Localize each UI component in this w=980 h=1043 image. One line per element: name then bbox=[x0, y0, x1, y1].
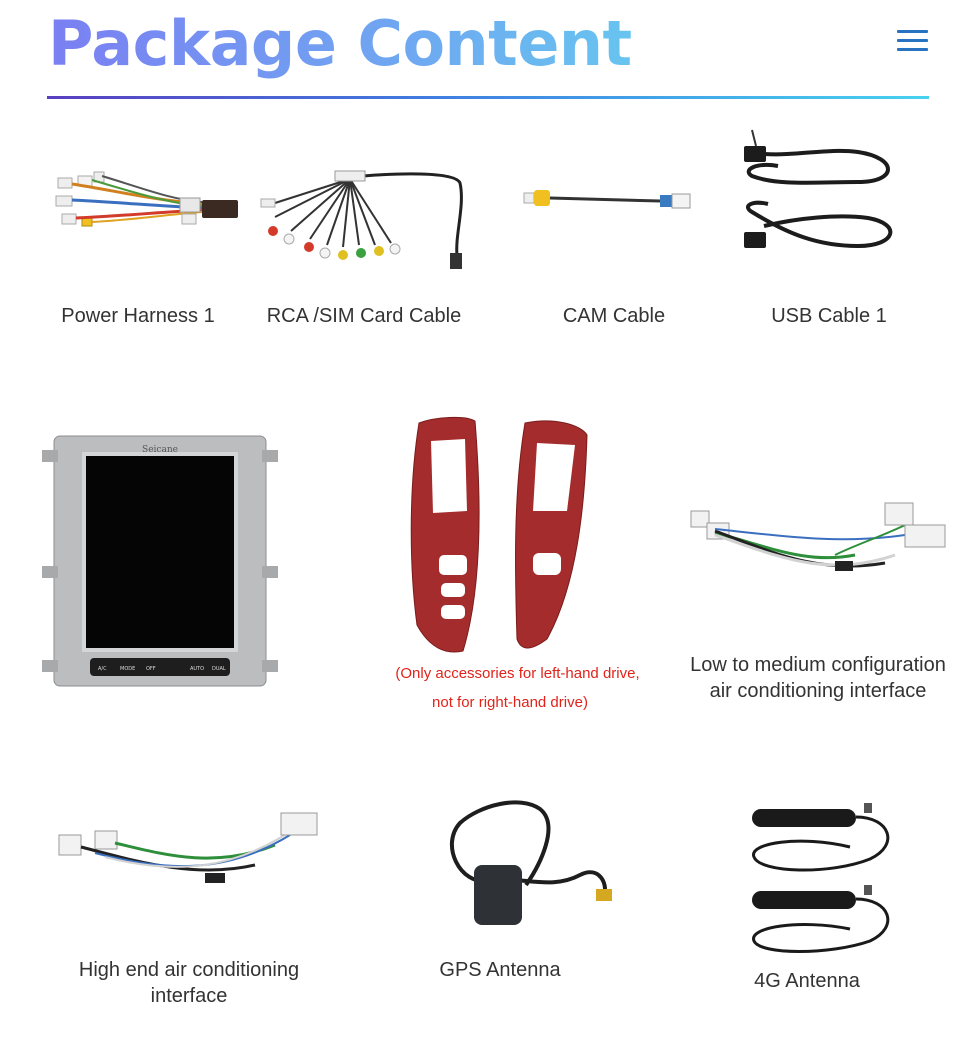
4g-antenna-image bbox=[752, 803, 890, 953]
head-unit-image: Seicane A/C MODE OFF AUTO DUAL bbox=[42, 435, 278, 687]
item-label: CAM Cable bbox=[562, 305, 666, 327]
item-label-line-2: interface bbox=[150, 985, 228, 1007]
item-label-line-1: Low to medium configuration bbox=[690, 654, 946, 676]
trim-note-line-2: not for right-hand drive) bbox=[432, 694, 588, 711]
head-unit-button-label: DUAL bbox=[212, 666, 226, 672]
gps-antenna-image bbox=[449, 800, 612, 925]
head-unit-brand-text: Seicane bbox=[142, 445, 178, 455]
trim-note-line-1: (Only accessories for left-hand drive, bbox=[395, 665, 640, 682]
title-divider bbox=[47, 96, 929, 99]
head-unit-button-label: OFF bbox=[146, 666, 156, 672]
hamburger-menu-icon[interactable] bbox=[897, 30, 929, 56]
trim-panels-image bbox=[410, 416, 588, 653]
usb-cable-image bbox=[744, 129, 893, 249]
head-unit-button-label: AUTO bbox=[190, 666, 204, 672]
item-label: 4G Antenna bbox=[754, 970, 860, 992]
rca-sim-cable-image bbox=[260, 170, 463, 269]
low-mid-ac-harness-image bbox=[690, 502, 946, 571]
item-label-line-2: air conditioning interface bbox=[709, 680, 927, 702]
item-label-line-1: High end air conditioning bbox=[78, 959, 300, 981]
head-unit-button-label: MODE bbox=[120, 666, 135, 672]
item-label: Power Harness 1 bbox=[61, 305, 215, 327]
cam-cable-image bbox=[523, 190, 691, 209]
head-unit-button-label: A/C bbox=[98, 666, 107, 672]
item-label: RCA /SIM Card Cable bbox=[266, 305, 462, 327]
item-label: USB Cable 1 bbox=[771, 305, 887, 327]
high-end-ac-harness-image bbox=[58, 812, 318, 883]
power-harness-image bbox=[55, 171, 238, 227]
page-title: Package Content bbox=[48, 7, 632, 80]
item-label: GPS Antenna bbox=[439, 959, 561, 981]
